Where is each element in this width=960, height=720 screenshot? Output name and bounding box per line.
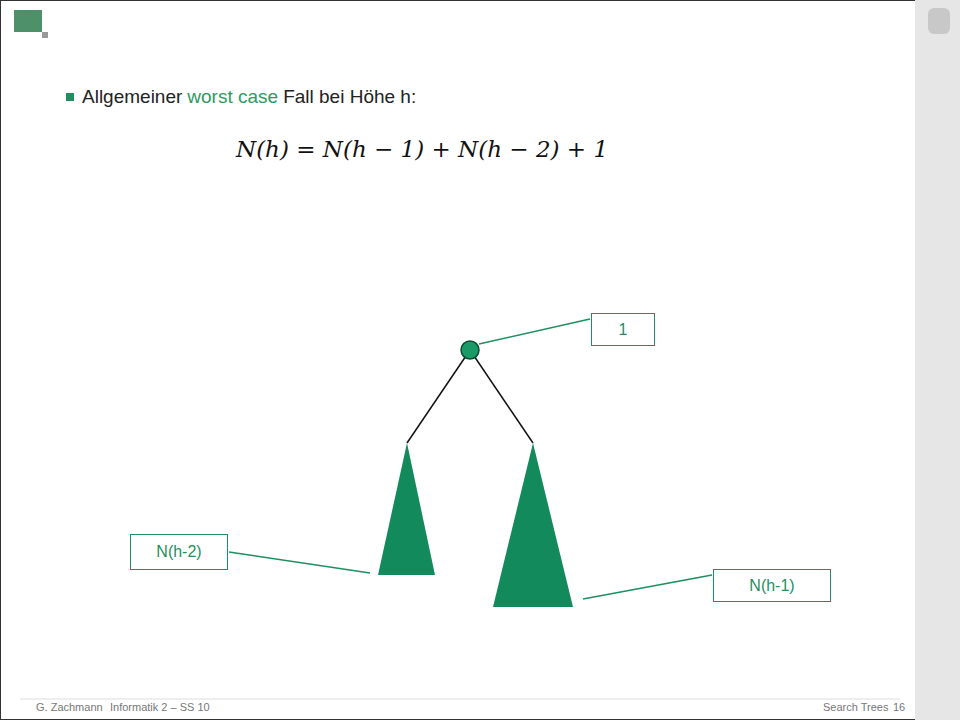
subtree-right — [493, 443, 573, 607]
callout-text: N(h-2) — [156, 543, 201, 561]
bullet-text: Allgemeiner — [82, 86, 182, 108]
root-node — [461, 341, 479, 359]
bullet-line: Allgemeinerworst caseFall bei Höhe h: — [82, 86, 416, 108]
footer-topic: Search Trees — [823, 701, 888, 713]
footer-course: Informatik 2 – SS 10 — [110, 701, 210, 713]
tree-edge — [470, 350, 533, 443]
bullet-square — [66, 93, 74, 101]
footer-author: G. Zachmann — [36, 701, 103, 713]
logo-right — [928, 8, 950, 34]
tree-edge — [407, 350, 470, 443]
subtree-left — [378, 443, 435, 575]
footer-rule — [20, 699, 900, 700]
leader-line — [583, 575, 712, 599]
callout-text: 1 — [619, 321, 628, 339]
leader-line — [479, 319, 590, 344]
logo-corner — [42, 32, 48, 38]
callout-text: N(h-1) — [749, 577, 794, 595]
logo-left — [14, 10, 42, 32]
callout-box: N(h-1) — [713, 569, 831, 602]
page-number: 16 — [893, 701, 905, 713]
leader-line — [229, 552, 370, 573]
highlight-text: worst case — [187, 86, 278, 108]
callout-box: N(h-2) — [130, 534, 228, 570]
callout-box: 1 — [591, 313, 655, 346]
side-bar — [915, 0, 960, 720]
bullet-text: Fall bei Höhe h: — [283, 86, 416, 108]
recurrence-formula: N(h) = N(h − 1) + N(h − 2) + 1 — [236, 136, 608, 162]
